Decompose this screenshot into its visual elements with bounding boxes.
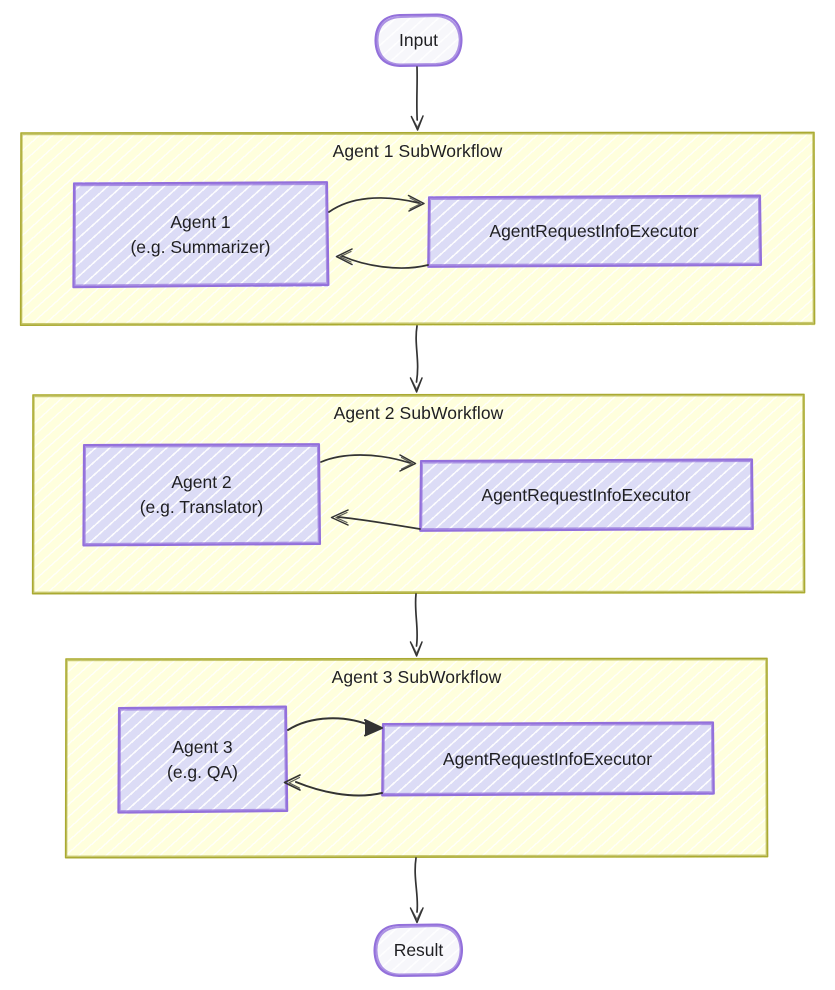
node-agent2-label-line2: (e.g. Translator) <box>139 496 264 517</box>
node-agent3-label-line2: (e.g. QA) <box>167 761 238 782</box>
cluster-agent3-subworkflow[interactable]: Agent 3 SubWorkflow Agent 3 (e.g. QA) Ag… <box>65 658 768 858</box>
edge-agent1-subworkflow-to-agent2-subworkflow <box>409 325 423 393</box>
node-agent2[interactable]: Agent 2 (e.g. Translator) <box>83 444 320 545</box>
node-result[interactable]: Result <box>374 924 463 976</box>
edge-agent2-subworkflow-to-agent3-subworkflow <box>409 593 423 657</box>
node-agent1[interactable]: Agent 1 (e.g. Summarizer) <box>73 182 328 287</box>
edge-input-to-agent1-subworkflow <box>410 66 424 131</box>
node-input[interactable]: Input <box>375 14 462 66</box>
node-agent2-executor[interactable]: AgentRequestInfoExecutor <box>420 460 752 530</box>
node-agent3-label-line1: Agent 3 <box>172 736 233 757</box>
node-agent3[interactable]: Agent 3 (e.g. QA) <box>118 707 287 812</box>
node-agent1-label-line1: Agent 1 <box>170 211 231 232</box>
node-input-label: Input <box>399 29 438 50</box>
cluster-agent2-title: Agent 2 SubWorkflow <box>333 403 504 423</box>
cluster-agent2-subworkflow[interactable]: Agent 2 SubWorkflow Agent 2 (e.g. Transl… <box>32 394 805 594</box>
node-agent3-executor[interactable]: AgentRequestInfoExecutor <box>382 723 713 795</box>
cluster-agent1-subworkflow[interactable]: Agent 1 SubWorkflow Agent 1 (e.g. Summar… <box>20 132 815 326</box>
node-agent1-label-line2: (e.g. Summarizer) <box>130 236 271 257</box>
cluster-agent3-title: Agent 3 SubWorkflow <box>331 667 502 687</box>
node-result-label: Result <box>393 939 444 960</box>
edge-agent3-subworkflow-to-result <box>409 857 424 924</box>
node-agent3-executor-label: AgentRequestInfoExecutor <box>442 748 653 769</box>
node-agent1-executor-label: AgentRequestInfoExecutor <box>489 220 699 241</box>
cluster-agent1-title: Agent 1 SubWorkflow <box>332 141 503 161</box>
node-agent2-executor-label: AgentRequestInfoExecutor <box>481 484 691 505</box>
node-agent1-executor[interactable]: AgentRequestInfoExecutor <box>428 196 760 266</box>
node-agent2-label-line1: Agent 2 <box>171 471 232 492</box>
